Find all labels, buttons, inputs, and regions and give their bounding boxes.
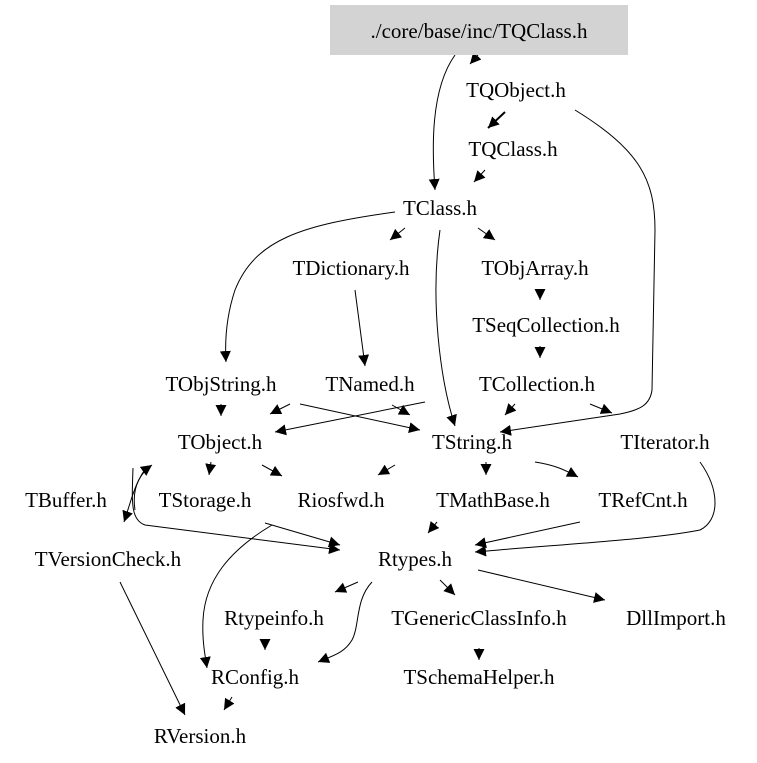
edge-tobjstring-tstring: [299, 403, 421, 434]
edge-tstring-trefcnt: [534, 461, 579, 478]
edge-tqclass-tclass: [473, 169, 486, 183]
node-tobjarray[interactable]: TObjArray.h: [481, 256, 589, 280]
edge-titerator-rtypes: [474, 461, 716, 557]
edge-trefcnt-rtypes: [474, 521, 581, 549]
edge-rtypes-rtypeinfo: [334, 581, 359, 593]
edge-tobject-riosfwd: [261, 464, 283, 477]
node-titerator[interactable]: TIterator.h: [620, 430, 710, 454]
node-tobjstring[interactable]: TObjString.h: [165, 372, 277, 396]
node-tseqcollection[interactable]: TSeqCollection.h: [472, 313, 620, 337]
edge-riosfwd-rconfig: [199, 524, 273, 669]
node-tversioncheck[interactable]: TVersionCheck.h: [35, 547, 182, 571]
node-tdictionary[interactable]: TDictionary.h: [292, 256, 410, 280]
edge-tversioncheck-tobject: [133, 464, 153, 511]
node-trefcnt[interactable]: TRefCnt.h: [598, 488, 688, 512]
edge-tstring-riosfwd: [377, 464, 396, 476]
node-tqobject[interactable]: TQObject.h: [466, 78, 566, 102]
edge-tcollection-titerator: [589, 403, 613, 414]
edge-root-tclass: [428, 54, 456, 191]
edge-tcollection-tstring: [504, 403, 517, 416]
node-rconfig[interactable]: RConfig.h: [211, 665, 300, 689]
node-tschemahelper[interactable]: TSchemaHelper.h: [403, 665, 555, 689]
edge-tnamed-tstring: [391, 404, 411, 416]
edge-root-tqobject: [469, 52, 482, 65]
edge-tversioncheck-rversion: [119, 581, 186, 716]
node-tstorage[interactable]: TStorage.h: [159, 488, 252, 512]
edge-tclass-tobjstring: [219, 211, 396, 363]
edge-tobject-tversioncheck: [122, 465, 149, 523]
node-tstring[interactable]: TString.h: [432, 430, 512, 454]
edge-tqobject-tstring: [499, 109, 656, 436]
node-tmathbase[interactable]: TMathBase.h: [436, 488, 550, 512]
node-tobject[interactable]: TObject.h: [178, 430, 263, 454]
node-tbuffer[interactable]: TBuffer.h: [25, 488, 107, 512]
edges: [119, 52, 716, 716]
node-tcollection[interactable]: TCollection.h: [479, 372, 596, 396]
edge-rconfig-rversion: [223, 696, 235, 711]
node-rtypes[interactable]: Rtypes.h: [378, 547, 453, 571]
edge-tcollection-tobject: [274, 401, 426, 436]
edge-rtypes-dllimport: [477, 569, 606, 603]
edge-tmathbase-rtypes: [427, 521, 440, 534]
node-tnamed[interactable]: TNamed.h: [325, 372, 415, 396]
node-tqclass[interactable]: TQClass.h: [468, 137, 558, 161]
edge-tclass-tobjarray: [477, 227, 496, 241]
node-tclass[interactable]: TClass.h: [403, 196, 478, 220]
root-node[interactable]: ./core/base/inc/TQClass.h: [371, 19, 588, 43]
edge-tobject-rtypes: [131, 467, 341, 555]
node-rversion[interactable]: RVersion.h: [154, 724, 247, 748]
node-dllimport[interactable]: DllImport.h: [626, 606, 726, 630]
edge-rtypes-tgenericclassinfo: [439, 579, 456, 596]
edge-tclass-tstring: [435, 229, 457, 427]
edge-rtypes-rconfig: [317, 581, 373, 663]
edge-tnamed-tobject: [269, 403, 291, 415]
edge-tqobject-tqclass: [487, 111, 506, 129]
node-tgenericclassinfo[interactable]: TGenericClassInfo.h: [391, 606, 567, 630]
edge-tclass-tdictionary: [389, 227, 406, 241]
edge-tstorage-rtypes: [264, 522, 341, 548]
edge-tobject-tstorage: [205, 461, 217, 476]
root-node-box[interactable]: [330, 5, 628, 55]
node-riosfwd[interactable]: Riosfwd.h: [298, 488, 385, 512]
nodes: ./core/base/inc/TQClass.h TQObject.h TQC…: [25, 5, 726, 748]
edge-tdictionary-tnamed: [354, 289, 370, 367]
node-rtypeinfo[interactable]: Rtypeinfo.h: [224, 606, 324, 630]
